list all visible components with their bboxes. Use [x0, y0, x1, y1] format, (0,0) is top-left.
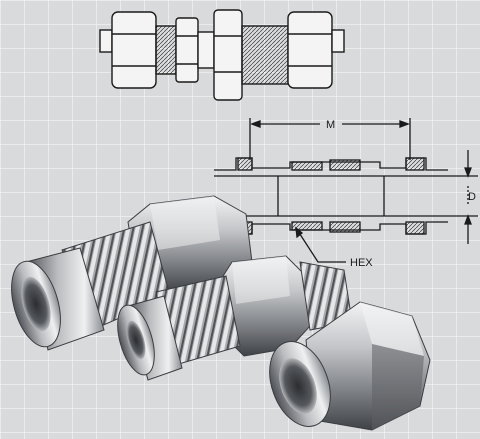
flare-nut [269, 301, 431, 431]
dimension-d-label: D [468, 191, 476, 203]
flare-adapter-fitting [117, 255, 353, 381]
dimension-m-label: M [326, 119, 335, 131]
hex-label: HEX [350, 257, 373, 269]
union-line-drawing [99, 9, 345, 101]
